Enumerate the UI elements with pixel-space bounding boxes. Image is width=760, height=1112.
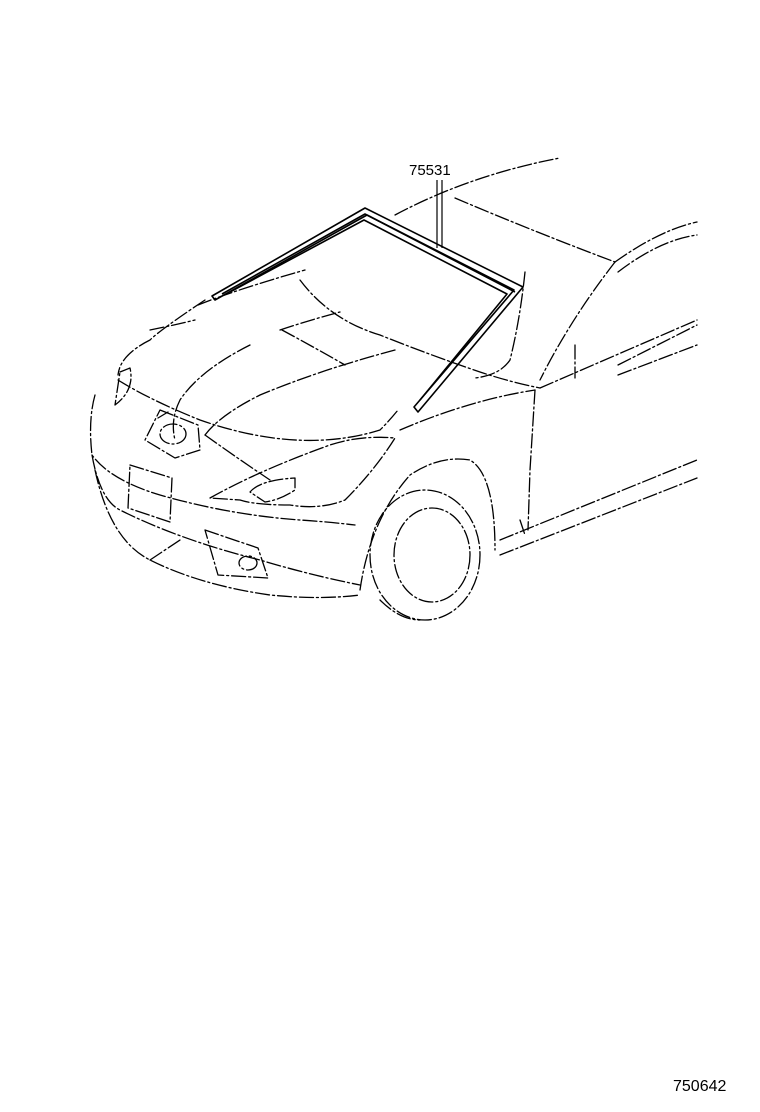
part-leader-lines xyxy=(436,180,443,248)
figure-number: 750642 xyxy=(673,1078,726,1095)
part-number-label: 75531 xyxy=(409,162,451,179)
windshield-glass xyxy=(211,207,524,413)
car-body-outline xyxy=(89,157,698,621)
